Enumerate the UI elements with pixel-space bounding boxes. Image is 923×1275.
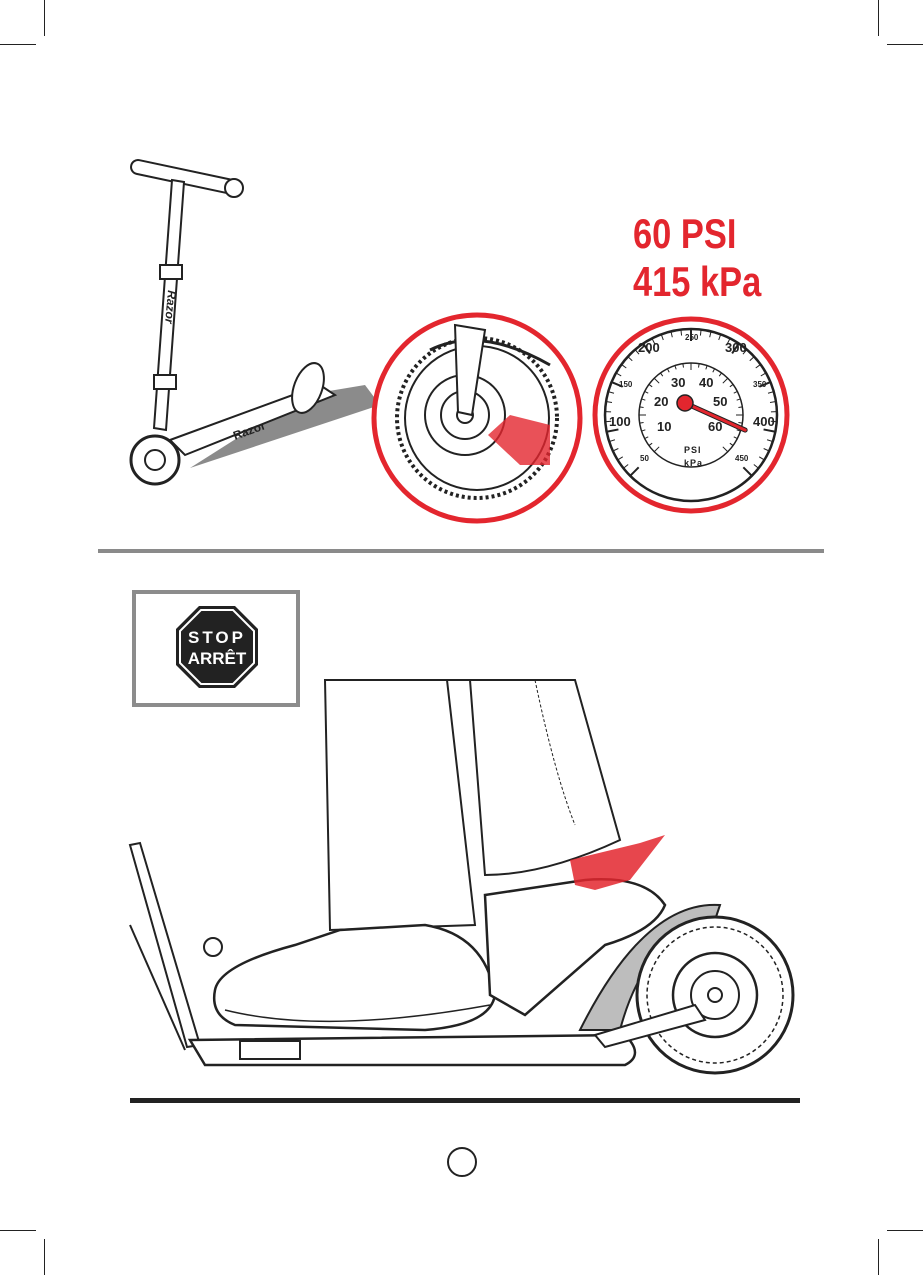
gauge-tick	[640, 407, 644, 408]
stop-text: STOP	[188, 628, 246, 647]
gauge-inner-label: 40	[699, 375, 713, 390]
front-leg	[325, 680, 475, 930]
stem-clamp	[160, 265, 182, 279]
stem	[130, 843, 200, 1047]
gauge-outer-label: 250	[685, 333, 699, 342]
wheel-zoom	[374, 315, 580, 521]
front-shoe	[214, 925, 495, 1030]
page-number-circle	[447, 1147, 477, 1177]
gauge-tick	[683, 364, 684, 368]
gauge-tick	[700, 330, 701, 336]
folding-knob	[204, 938, 222, 956]
deck-latch	[240, 1041, 300, 1059]
crop-mark	[878, 0, 879, 36]
gauge-outer-label: 150	[619, 380, 633, 389]
gauge-tick	[699, 364, 700, 368]
crop-mark	[44, 1239, 45, 1275]
crop-mark	[878, 1239, 879, 1275]
gauge-tick	[681, 330, 682, 336]
pressure-spec: 60 PSI 415 kPa	[633, 210, 761, 306]
section-divider	[98, 549, 824, 553]
pressure-kpa: 415 kPa	[633, 258, 761, 306]
gauge-pivot	[677, 395, 693, 411]
handlebar	[130, 159, 241, 196]
gauge-inner-label: 50	[713, 394, 727, 409]
scooter-illustration: Razor Razor	[110, 150, 590, 530]
gauge-outer-label: 200	[638, 340, 660, 355]
gauge-outer-label: 50	[640, 454, 649, 463]
gauge-inner-label: 20	[654, 394, 668, 409]
arret-text: ARRÊT	[188, 649, 247, 668]
gauge-outer-label: 400	[753, 414, 775, 429]
pressure-psi: 60 PSI	[633, 210, 761, 258]
gauge-inner-label: 10	[657, 419, 671, 434]
gauge-outer-label: 100	[609, 414, 631, 429]
crop-mark	[887, 44, 923, 45]
handlebar-end	[225, 179, 243, 197]
gauge-outer-label: 300	[725, 340, 747, 355]
crop-mark	[44, 0, 45, 36]
crop-mark	[887, 1230, 923, 1231]
pressure-gauge: 50 100 150 200 250 300 350 400 450 10 20…	[591, 315, 791, 515]
gauge-tick	[738, 423, 742, 424]
rear-leg	[443, 680, 620, 875]
gauge-outer-label: 450	[735, 454, 749, 463]
front-hub	[145, 450, 165, 470]
gauge-tick	[640, 423, 644, 424]
gauge-tick	[738, 407, 742, 408]
braking-illustration	[125, 675, 805, 1095]
gauge-inner-label: 30	[671, 375, 685, 390]
ground-line	[130, 1098, 800, 1103]
gauge-unit-kpa: kPa	[684, 458, 703, 468]
gauge-outer-label: 350	[753, 380, 767, 389]
crop-mark	[0, 44, 36, 45]
crop-mark	[0, 1230, 36, 1231]
gauge-unit-psi: PSI	[684, 445, 702, 455]
stem-clamp	[154, 375, 176, 389]
